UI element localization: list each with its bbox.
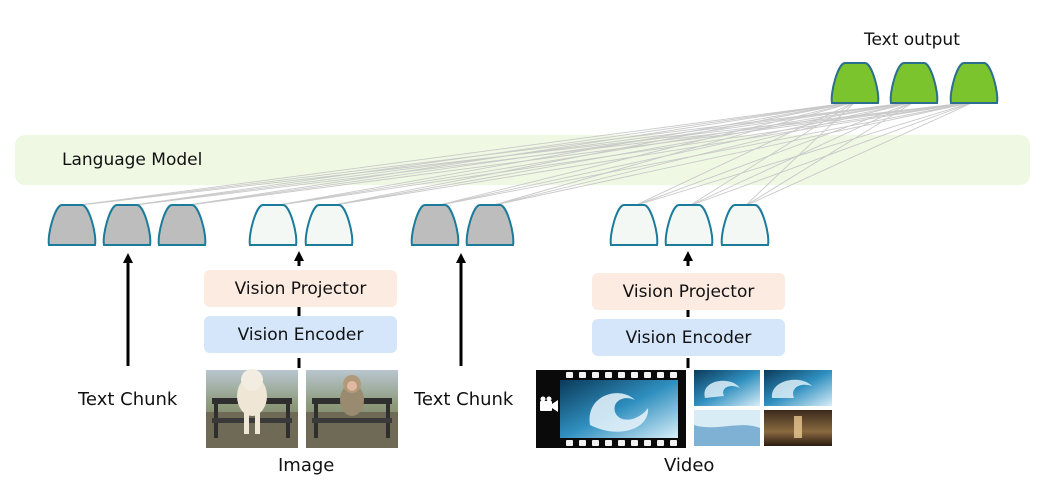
vision-encoder-label: Vision Encoder xyxy=(237,324,364,345)
attention-line xyxy=(744,101,856,207)
attention-line xyxy=(181,101,915,207)
language-model-label: Language Model xyxy=(62,150,203,170)
output-token xyxy=(889,62,939,104)
film-sprocket xyxy=(670,372,677,378)
token-row xyxy=(47,204,770,246)
attention-line xyxy=(633,101,856,207)
camera-icon xyxy=(540,396,558,412)
attention-line xyxy=(272,101,856,207)
film-sprocket xyxy=(592,372,599,378)
film-sprocket xyxy=(644,440,651,446)
image-monkey xyxy=(306,370,398,448)
attention-line xyxy=(633,101,915,207)
vision-projector-label: Vision Projector xyxy=(234,278,367,299)
text-token xyxy=(157,204,207,246)
film-sprocket xyxy=(579,440,586,446)
text-token xyxy=(102,204,152,246)
text-token xyxy=(410,204,460,246)
text-chunk-label-1: Text Chunk xyxy=(78,389,178,410)
attention-line xyxy=(688,101,915,207)
visual-token xyxy=(720,204,770,246)
image-label: Image xyxy=(278,455,335,476)
video-frames xyxy=(694,370,832,446)
film-sprocket xyxy=(592,440,599,446)
visual-token xyxy=(609,204,659,246)
vision-projector-image: Vision Projector xyxy=(204,270,397,307)
film-sprocket xyxy=(618,440,625,446)
film-sprocket xyxy=(631,372,638,378)
text-output-label: Text output xyxy=(864,30,960,50)
text-token xyxy=(47,204,97,246)
text-chunk-label-2: Text Chunk xyxy=(414,389,514,410)
video-label: Video xyxy=(664,455,715,476)
visual-token xyxy=(664,204,714,246)
film-sprocket xyxy=(644,372,651,378)
film-sprocket xyxy=(631,440,638,446)
attention-line xyxy=(434,101,975,207)
output-token xyxy=(949,62,999,104)
film-sprocket xyxy=(579,372,586,378)
attention-lines xyxy=(71,101,975,207)
attention-line xyxy=(71,101,856,207)
attention-line xyxy=(688,101,975,207)
attention-line xyxy=(688,101,856,207)
attention-line xyxy=(744,101,975,207)
visual-token xyxy=(248,204,298,246)
film-sprocket xyxy=(670,440,677,446)
output-token xyxy=(830,62,880,104)
attention-line xyxy=(126,101,856,207)
film-sprocket xyxy=(657,440,664,446)
vision-encoder-video: Vision Encoder xyxy=(592,319,785,356)
vision-encoder-label: Vision Encoder xyxy=(625,327,752,348)
film-sprocket xyxy=(605,440,612,446)
video-filmstrip xyxy=(536,370,686,448)
film-sprocket xyxy=(657,372,664,378)
attention-line xyxy=(489,101,975,207)
attention-line xyxy=(744,101,915,207)
attention-line xyxy=(489,101,915,207)
attention-line xyxy=(434,101,915,207)
vision-projector-label: Vision Projector xyxy=(622,281,755,302)
film-sprocket xyxy=(605,372,612,378)
attention-line xyxy=(434,101,856,207)
output-tokens xyxy=(830,62,999,104)
vision-projector-video: Vision Projector xyxy=(592,273,785,310)
image-dog xyxy=(206,369,298,448)
attention-line xyxy=(328,101,856,207)
film-sprocket xyxy=(618,372,625,378)
text-token xyxy=(465,204,515,246)
attention-line xyxy=(633,101,975,207)
visual-token xyxy=(304,204,354,246)
attention-line xyxy=(181,101,856,207)
attention-line xyxy=(328,101,975,207)
attention-line xyxy=(181,101,975,207)
attention-line xyxy=(328,101,915,207)
vision-encoder-image: Vision Encoder xyxy=(204,316,397,353)
film-sprocket xyxy=(566,372,573,378)
attention-line xyxy=(489,101,856,207)
film-sprocket xyxy=(566,440,573,446)
